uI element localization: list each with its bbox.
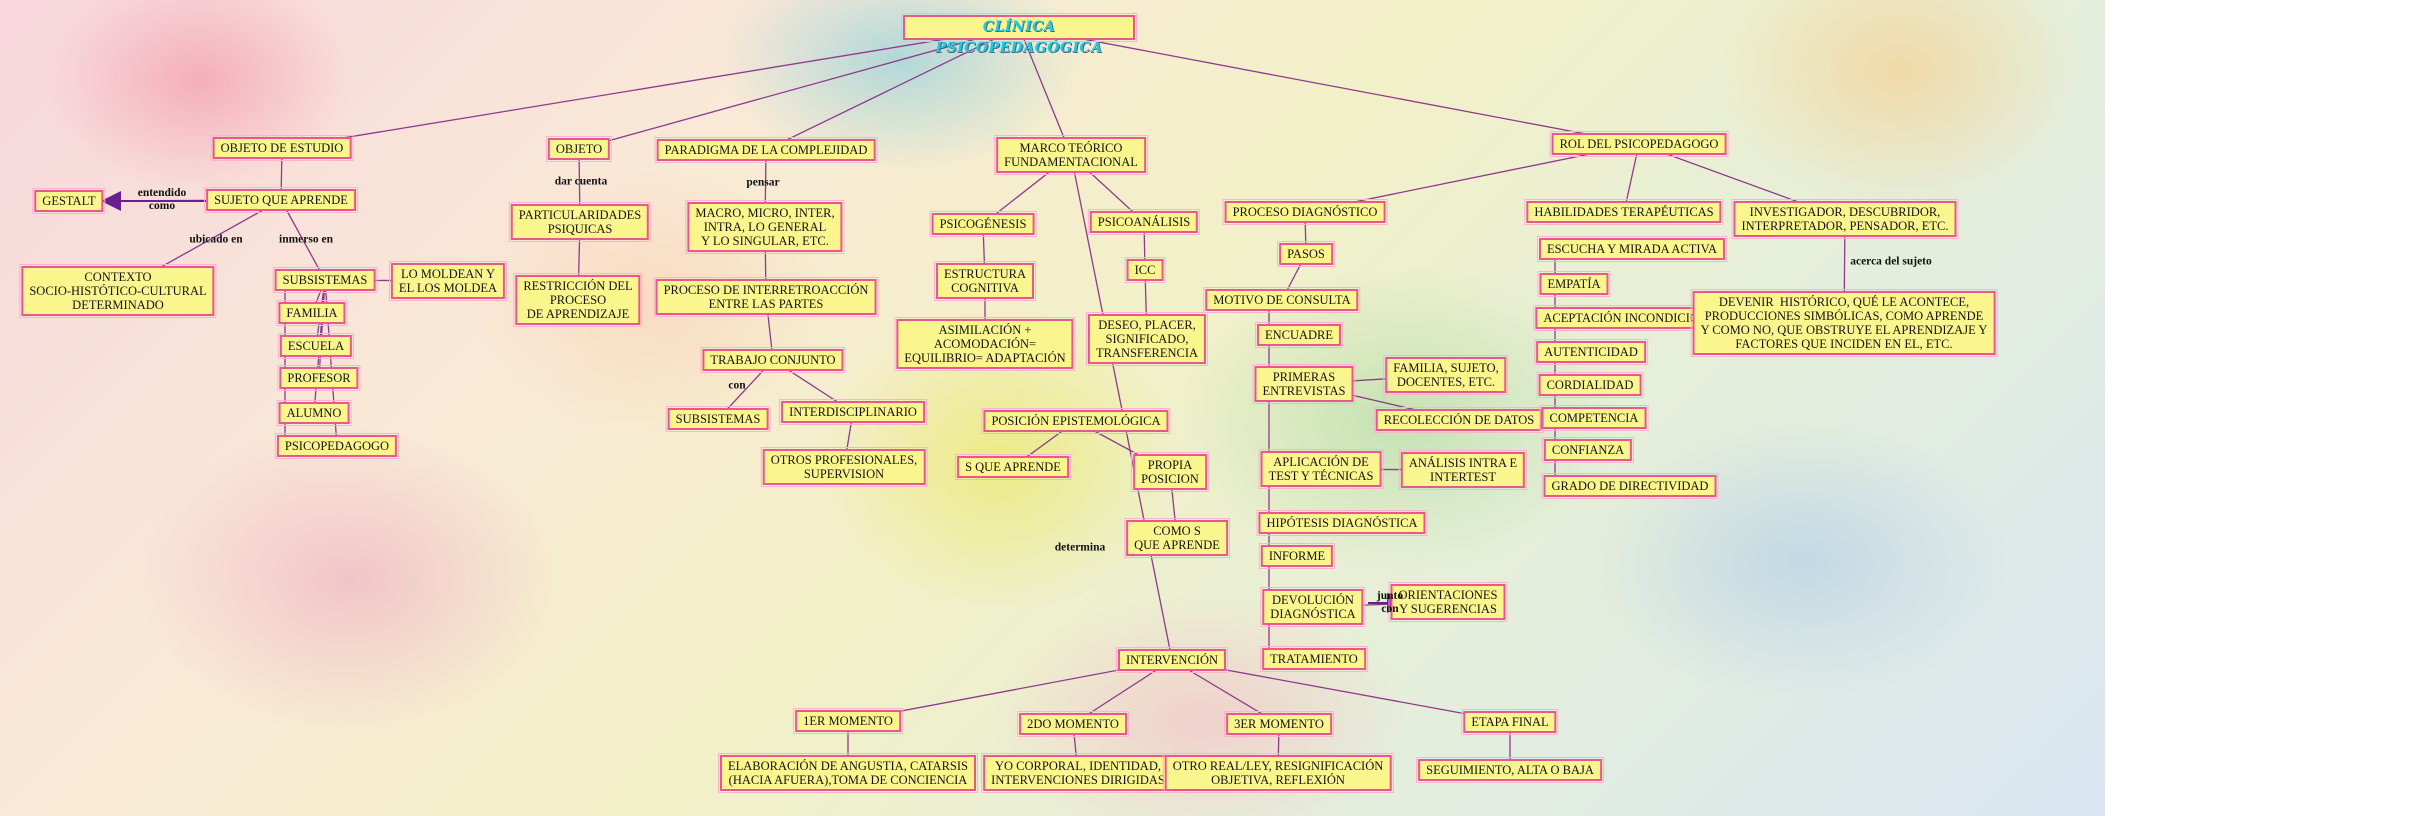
edge-marco-to-intervencion <box>1070 154 1173 661</box>
concept-node-m1: 1ER MOMENTO <box>793 708 903 734</box>
concept-node-estructura: ESTRUCTURA COGNITIVA <box>934 261 1036 301</box>
concept-node-icc: ICC <box>1124 257 1166 283</box>
concept-node-objeto-estudio: OBJETO DE ESTUDIO <box>210 135 354 161</box>
concept-node-elaboracion: ELABORACIÓN DE ANGUSTIA, CATARSIS (HACIA… <box>718 753 978 793</box>
link-label-junto-con: junto con <box>1376 590 1404 615</box>
edge-intervencion-to-etapa_final <box>1171 659 1511 723</box>
concept-node-rol: ROL DEL PSICOPEDAGOGO <box>1549 131 1729 157</box>
concept-node-primeras: PRIMERAS ENTREVISTAS <box>1252 364 1356 404</box>
edge-title-to-paradigma <box>765 26 1020 151</box>
edge-title-to-objeto <box>578 26 1020 150</box>
concept-map-canvas: CLÍNICA PSICOPEDAGÓGICA OBJETO DE ESTUDI… <box>0 0 2105 816</box>
concept-node-deseo: DESEO, PLACER, SIGNIFICADO, TRANSFERENCI… <box>1085 312 1209 366</box>
concept-node-otro-real: OTRO REAL/LEY, RESIGNIFICACIÓN OBJETIVA,… <box>1162 753 1394 793</box>
concept-node-subsistemas1: SUBSISTEMAS <box>272 267 378 293</box>
concept-node-lo-moldean: LO MOLDEAN Y EL LOS MOLDEA <box>388 261 508 301</box>
concept-node-proceso-inter: PROCESO DE INTERRETROACCIÓN ENTRE LAS PA… <box>653 277 879 317</box>
concept-node-habilidades: HABILIDADES TERAPÉUTICAS <box>1524 199 1724 225</box>
concept-node-psicopedagogo: PSICOPEDAGOGO <box>274 433 400 459</box>
concept-node-grado: GRADO DE DIRECTIVIDAD <box>1541 473 1719 499</box>
concept-node-interdisciplinario: INTERDISCIPLINARIO <box>779 399 927 425</box>
link-label-dar-cuenta: dar cuenta <box>554 175 608 188</box>
concept-node-m2: 2DO MOMENTO <box>1017 711 1129 737</box>
link-label-entendido-como: entendido como <box>137 187 187 212</box>
concept-node-sujeto-aprende: SUJETO QUE APRENDE <box>204 187 358 213</box>
concept-node-propia-posicion: PROPIA POSICION <box>1131 452 1209 492</box>
concept-node-recoleccion: RECOLECCIÓN DE DATOS <box>1373 407 1545 433</box>
concept-node-como-s: COMO S QUE APRENDE <box>1124 518 1230 558</box>
concept-node-seguimiento: SEGUIMIENTO, ALTA O BAJA <box>1416 757 1604 783</box>
link-label-acerca-del-sujeto: acerca del sujeto <box>1850 255 1932 268</box>
concept-node-paradigma: PARADIGMA DE LA COMPLEJIDAD <box>654 137 878 163</box>
concept-node-psicoanalisis: PSICOANÁLISIS <box>1087 209 1201 235</box>
concept-node-analisis: ANÁLISIS INTRA E INTERTEST <box>1398 450 1528 490</box>
edge-title-to-marco <box>1018 26 1072 156</box>
concept-node-alumno: ALUMNO <box>276 400 352 426</box>
concept-node-m3: 3ER MOMENTO <box>1224 711 1334 737</box>
concept-node-confianza: CONFIANZA <box>1541 437 1635 463</box>
edge-rol-to-proceso_diag <box>1304 143 1640 213</box>
concept-node-competencia: COMPETENCIA <box>1539 405 1649 431</box>
concept-node-contexto: CONTEXTO SOCIO-HISTÓTICO-CULTURAL DETERM… <box>19 264 217 318</box>
concept-node-posicion-epis: POSICIÓN EPISTEMOLÓGICA <box>981 408 1171 434</box>
edge-rol-to-habilidades <box>1623 143 1640 213</box>
link-label-inmerso-en: inmerso en <box>279 233 333 246</box>
concept-node-autenticidad: AUTENTICIDAD <box>1534 339 1648 365</box>
link-label-ubicado-en: ubicado en <box>189 233 243 246</box>
concept-node-marco: MARCO TEÓRICO FUNDAMENTACIONAL <box>994 135 1148 175</box>
link-label-pensar: pensar <box>746 176 780 189</box>
concept-node-otros-prof: OTROS PROFESIONALES, SUPERVISION <box>760 447 928 487</box>
concept-node-devenir: DEVENIR HISTÓRICO, QUÉ LE ACONTECE, PROD… <box>1690 289 1998 357</box>
edge-title-to-rol <box>1018 26 1640 145</box>
concept-node-intervencion: INTERVENCIÓN <box>1115 647 1229 673</box>
concept-node-motivo: MOTIVO DE CONSULTA <box>1203 287 1361 313</box>
concept-node-trabajo-conjunto: TRABAJO CONJUNTO <box>700 347 846 373</box>
concept-node-restriccion: RESTRICCIÓN DEL PROCESO DE APRENDIZAJE <box>513 273 643 327</box>
concept-node-etapa-final: ETAPA FINAL <box>1461 709 1559 735</box>
concept-node-cordialidad: CORDIALIDAD <box>1536 372 1644 398</box>
concept-node-particularidades: PARTICULARIDADES PSIQUICAS <box>508 202 652 242</box>
concept-node-aplicacion: APLICACIÓN DE TEST Y TÉCNICAS <box>1258 449 1384 489</box>
map-title: CLÍNICA PSICOPEDAGÓGICA <box>901 13 1137 56</box>
concept-node-subsistemas2: SUBSISTEMAS <box>665 406 771 432</box>
concept-node-asimilacion: ASIMILACIÓN + ACOMODACIÓN= EQUILIBRIO= A… <box>894 317 1076 371</box>
concept-node-encuadre: ENCUADRE <box>1254 322 1344 348</box>
concept-node-orientaciones: ORIENTACIONES Y SUGERENCIAS <box>1388 582 1508 622</box>
link-label-determina: determina <box>1054 541 1106 554</box>
concept-node-pasos: PASOS <box>1277 241 1335 267</box>
concept-node-profesor: PROFESOR <box>277 365 361 391</box>
concept-node-investigador: INVESTIGADOR, DESCUBRIDOR, INTERPRETADOR… <box>1731 199 1959 239</box>
concept-node-escucha: ESCUCHA Y MIRADA ACTIVA <box>1536 236 1728 262</box>
edge-title-to-objeto_estudio <box>281 26 1020 149</box>
concept-node-psicogenesis: PSICOGÉNESIS <box>929 211 1037 237</box>
concept-node-familia: FAMILIA <box>276 300 348 326</box>
concept-node-empatia: EMPATÍA <box>1537 271 1611 297</box>
concept-node-gestalt: GESTALT <box>32 188 106 214</box>
link-label-con: con <box>728 379 746 392</box>
concept-node-yo-corporal: YO CORPORAL, IDENTIDAD, INTERVENCIONES D… <box>981 753 1175 793</box>
edge-sujeto_aprende-to-subsistemas1 <box>280 199 326 281</box>
concept-node-macro: MACRO, MICRO, INTER, INTRA, LO GENERAL Y… <box>685 200 845 254</box>
concept-node-familia-sujeto: FAMILIA, SUJETO, DOCENTES, ETC. <box>1383 355 1509 395</box>
concept-node-tratamiento: TRATAMIENTO <box>1260 646 1368 672</box>
concept-node-s-que-aprende: S QUE APRENDE <box>955 454 1071 480</box>
concept-node-escuela: ESCUELA <box>277 333 355 359</box>
concept-node-hipotesis: HIPÓTESIS DIAGNÓSTICA <box>1256 510 1428 536</box>
concept-node-informe: INFORME <box>1258 543 1336 569</box>
concept-node-devolucion: DEVOLUCIÓN DIAGNÓSTICA <box>1260 587 1366 627</box>
concept-node-objeto: OBJETO <box>545 136 613 162</box>
concept-node-proceso-diag: PROCESO DIAGNÓSTICO <box>1222 199 1388 225</box>
